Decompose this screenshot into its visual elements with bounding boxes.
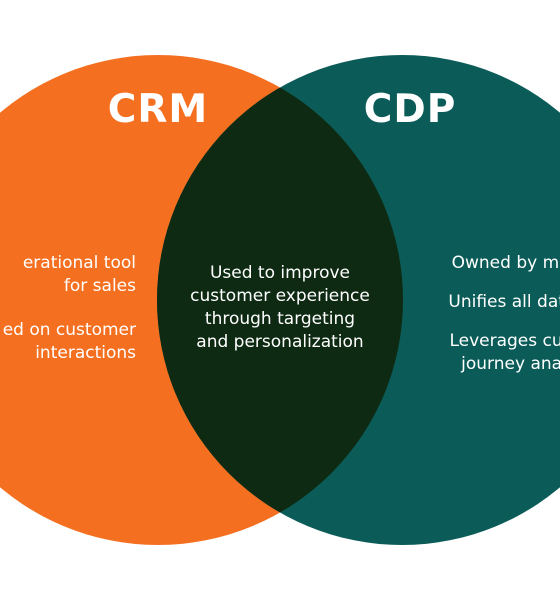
- cdp-item: Leverages custo journey analy: [394, 330, 560, 376]
- cdp-item: Unifies all data s: [394, 291, 560, 314]
- overlap-line: through targeting: [204, 309, 356, 329]
- cdp-title: CDP: [363, 87, 457, 132]
- cdp-description: Owned by mark Unifies all data s Leverag…: [394, 252, 560, 376]
- cdp-line: Unifies all data s: [448, 292, 560, 312]
- crm-line: erational tool: [22, 253, 136, 273]
- crm-line: for sales: [63, 276, 136, 296]
- cdp-item: Owned by mark: [394, 252, 560, 275]
- crm-description: erational tool for sales ed on customer …: [0, 252, 136, 365]
- overlap-line: and personalization: [196, 332, 364, 352]
- cdp-line: Owned by mark: [451, 253, 560, 273]
- cdp-line: Leverages custo: [449, 331, 560, 351]
- crm-line: interactions: [35, 343, 136, 363]
- crm-title: CRM: [107, 87, 209, 132]
- overlap-line: customer experience: [190, 286, 370, 306]
- overlap-description: Used to improve customer experience thro…: [180, 262, 380, 354]
- crm-line: ed on customer: [2, 320, 136, 340]
- cdp-line: journey analy: [461, 354, 560, 374]
- overlap-region: [157, 55, 403, 545]
- overlap-line: Used to improve: [209, 263, 351, 283]
